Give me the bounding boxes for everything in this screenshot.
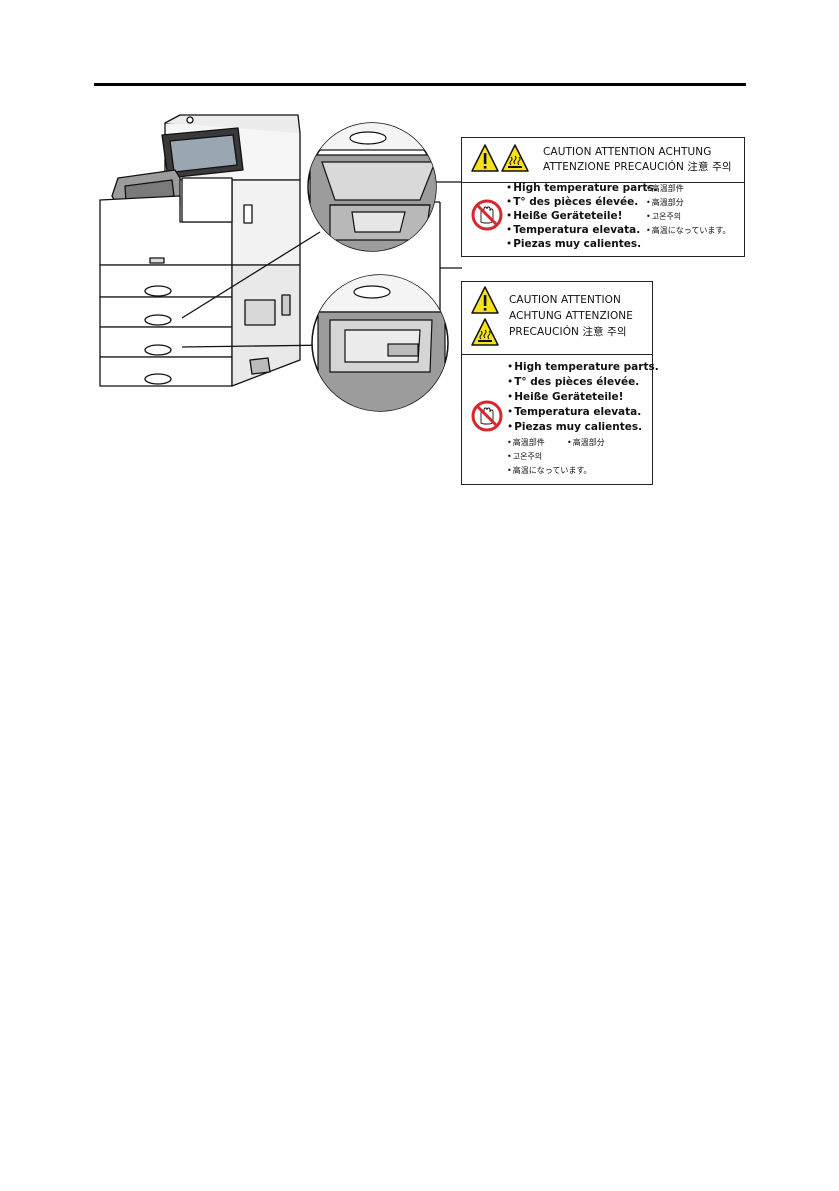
label1-bullet-3: Heiße Geräteteile! [506,210,622,223]
no-touch-hand-icon [471,400,503,432]
label1-header-line-1: CAUTION ATTENTION ACHTUNG [543,146,712,158]
label2-header-line-3: PRECAUCIÓN 注意 주의 [509,326,627,338]
label2-small-1: 高溫部件 [507,437,545,448]
label2-bullet-1: High temperature parts. [507,361,659,374]
label1-bullet-1: High temperature parts. [506,182,658,195]
caution-label-1: CAUTION ATTENTION ACHTUNG ATTENZIONE PRE… [461,137,745,257]
label2-header-line-1: CAUTION ATTENTION [509,294,621,306]
hot-surface-icon [471,318,499,346]
label1-header-line-2: ATTENZIONE PRECAUCIÓN 注意 주의 [543,161,732,173]
label1-bullet-4: Temperatura elevata. [506,224,640,237]
label2-small-2: 高溫部分 [567,437,605,448]
label2-bullet-2: T° des pièces élevée. [507,376,639,389]
label2-bullet-5: Piezas muy calientes. [507,421,642,434]
exclamation-warning-icon [471,144,499,172]
hot-surface-icon [501,144,529,172]
label2-small-3: 고온주의 [507,451,542,462]
label2-bullet-4: Temperatura elevata. [507,406,641,419]
no-touch-hand-icon [471,199,503,231]
label2-bullet-3: Heiße Geräteteile! [507,391,623,404]
label2-small-4: 高温になっています。 [507,465,592,476]
caution-label-2: CAUTION ATTENTION ACHTUNG ATTENZIONE PRE… [461,281,659,485]
label1-small-1: 高温部件 [646,183,684,194]
header-rule [94,83,746,86]
label1-bullet-5: Piezas muy calientes. [506,238,641,251]
exclamation-warning-icon [471,286,499,314]
label1-bullet-2: T° des pièces élevée. [506,196,638,209]
label1-small-3: 고온주의 [646,211,681,222]
label1-small-4: 高温になっています。 [646,225,731,236]
label2-header-line-2: ACHTUNG ATTENZIONE [509,310,633,322]
label1-small-2: 高溫部分 [646,197,684,208]
